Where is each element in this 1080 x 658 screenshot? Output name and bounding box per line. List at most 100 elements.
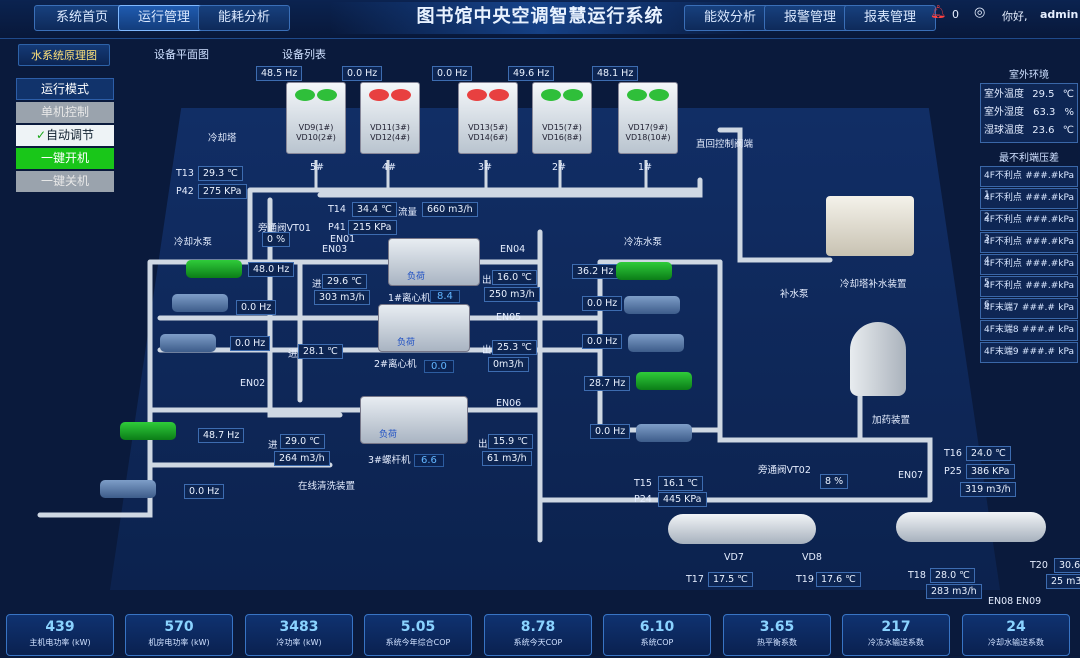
t13-value: 29.3 ℃ [198, 166, 243, 181]
pressure-value: ###.# [1025, 171, 1059, 181]
nav-energy[interactable]: 能耗分析 [198, 5, 290, 31]
chilled-pump-1[interactable] [616, 262, 672, 280]
tab-device-list[interactable]: 设备列表 [282, 48, 326, 61]
chiller-3-in-temp: 29.0 ℃ [280, 434, 325, 449]
chiller-3-out-flow: 61 m3/h [482, 451, 532, 466]
cooling-pump-4[interactable] [120, 422, 176, 440]
chiller-1-in: 进 [312, 279, 322, 290]
nav-home[interactable]: 系统首页 [34, 5, 130, 31]
chiller-2[interactable]: 负荷 [378, 304, 470, 352]
chiller-1[interactable]: 负荷 [388, 238, 480, 286]
tower-5-freq: 48.5 Hz [256, 66, 303, 81]
chilled-pump-4[interactable] [636, 372, 692, 390]
pressure-value: ###.# [1025, 281, 1059, 291]
en09-label: EN09 [1016, 596, 1042, 607]
one-key-start-button[interactable]: 一键开机 [16, 148, 114, 169]
tab-water-system[interactable]: 水系统原理图 [18, 44, 110, 66]
chilled-water-header[interactable] [668, 514, 816, 544]
p25-value: 386 KPa [966, 464, 1015, 479]
env-key: 室外湿度 [984, 107, 1024, 118]
nav-alarm[interactable]: 报警管理 [764, 5, 856, 31]
kpi-label: 热平衡系数 [757, 638, 797, 647]
nav-operation[interactable]: 运行管理 [118, 5, 210, 31]
pressure-unit: kPa [1058, 281, 1074, 291]
env-title: 室外环境 [1009, 70, 1049, 81]
chiller-3[interactable]: 负荷 [360, 396, 468, 444]
dosing-label: 加药装置 [872, 415, 911, 426]
cooling-tower-3[interactable]: VD13(5#)VD14(6#) [458, 82, 518, 154]
t16-value: 24.0 ℃ [966, 446, 1011, 461]
kpi-label: 冷功率 (kW) [276, 638, 322, 647]
pressure-key: 4F不利点6 [984, 281, 1022, 310]
tower-label-2: VD18(10#) [625, 133, 671, 142]
cooling-tower-2[interactable]: VD15(7#)VD16(8#) [532, 82, 592, 154]
tower-2-freq: 49.6 Hz [508, 66, 555, 81]
auto-adjust-button[interactable]: ✓自动调节 [16, 125, 114, 146]
chilled-pump-5[interactable] [636, 424, 692, 442]
pressure-row: 4F末端9###.#kPa [980, 342, 1078, 363]
bypass-vt02-value[interactable]: 8 % [820, 474, 849, 489]
tower-label-1: VD13(5#) [468, 123, 508, 132]
cooling-pump-3-freq: 0.0 Hz [230, 336, 271, 351]
makeup-tank[interactable] [826, 196, 914, 256]
chiller-3-in: 进 [268, 440, 278, 451]
chilled-pump-5-freq: 0.0 Hz [590, 424, 631, 439]
dosing-tank[interactable] [850, 322, 906, 396]
chiller-1-out: 出 [482, 275, 492, 286]
makeup-pump-label: 补水泵 [780, 289, 809, 300]
p24-label: P24 [634, 494, 652, 505]
chiller-2-cop: 0.0 [424, 360, 454, 373]
cooling-water-header[interactable] [896, 512, 1046, 542]
tower-label: VD9(1#)VD10(2#) [287, 123, 345, 143]
tower-num: 2# [552, 162, 567, 173]
bell-icon[interactable]: 🔔︎ [930, 5, 947, 20]
pressure-value: ###.# [1025, 215, 1059, 225]
nav-efficiency[interactable]: 能效分析 [684, 5, 776, 31]
run-mode-title: 运行模式 [16, 78, 114, 100]
cooling-tower-1[interactable]: VD17(9#)VD18(10#) [618, 82, 678, 154]
t15-value: 16.1 ℃ [658, 476, 703, 491]
tab-floor-plan[interactable]: 设备平面图 [154, 48, 209, 61]
one-key-stop-button[interactable]: 一键关机 [16, 171, 114, 192]
chilled-pump-2[interactable] [624, 296, 680, 314]
user-name[interactable]: admin [1040, 8, 1079, 21]
user-icon[interactable]: ◎ [974, 5, 986, 20]
en03-label: EN03 [322, 244, 348, 255]
kpi-label: 冷冻水输送系数 [868, 638, 924, 647]
nav-report[interactable]: 报表管理 [844, 5, 936, 31]
cooling-pump-3[interactable] [160, 334, 216, 352]
pressure-value: ###.# [1025, 193, 1059, 203]
single-control-button[interactable]: 单机控制 [16, 102, 114, 123]
cooling-pump-1[interactable] [186, 260, 242, 278]
pressure-unit: kPa [1058, 259, 1074, 269]
chiller-1-cop: 8.4 [430, 290, 460, 303]
kpi-value: 24 [1006, 619, 1026, 635]
cooling-tower-5[interactable]: VD9(1#)VD10(2#) [286, 82, 346, 154]
flow-283: 283 m3/h [926, 584, 982, 599]
chilled-pump-3[interactable] [628, 334, 684, 352]
chilled-pump-3-freq: 0.0 Hz [582, 334, 623, 349]
pressure-row: 4F不利点5###.#kPa [980, 254, 1078, 288]
bypass-vt02-label: 旁通阀VT02 [758, 465, 811, 476]
cleaning-device-label: 在线清洗装置 [298, 481, 356, 492]
tower-label: VD17(9#)VD18(10#) [619, 123, 677, 143]
cooling-pump-2-freq: 0.0 Hz [236, 300, 277, 315]
bypass-vt01-value[interactable]: 0 % [262, 232, 291, 247]
flow-value: 660 m3/h [422, 202, 478, 217]
env-unit: ℃ [1062, 89, 1074, 100]
cooling-pump-2[interactable] [172, 294, 228, 312]
cooling-tower-4[interactable]: VD11(3#)VD12(4#) [360, 82, 420, 154]
cooling-pump-5[interactable] [100, 480, 156, 498]
pressure-row: 4F不利点3###.#kPa [980, 210, 1078, 244]
tower-num: 4# [382, 162, 397, 173]
